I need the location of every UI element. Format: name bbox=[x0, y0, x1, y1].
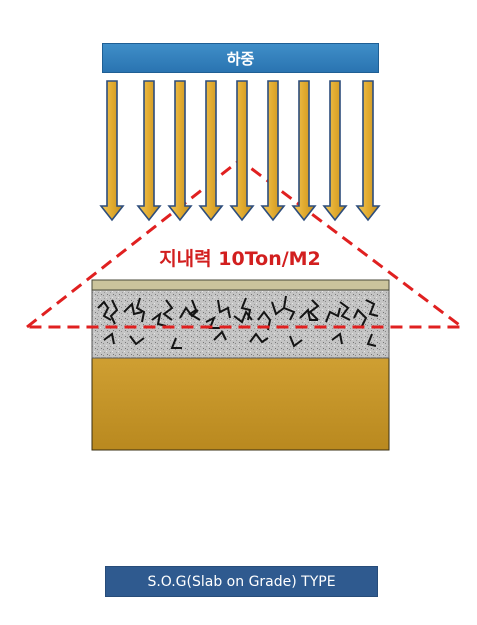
down-arrow-icon bbox=[229, 80, 255, 222]
fiber-mark bbox=[179, 306, 199, 319]
bearing-capacity-label: 지내력 10Ton/M2 bbox=[159, 248, 321, 270]
fiber-mark bbox=[97, 300, 112, 321]
fiber-mark bbox=[103, 332, 115, 345]
fiber-mark bbox=[282, 295, 296, 321]
fiber-mark bbox=[331, 332, 343, 345]
fiber-mark bbox=[365, 299, 379, 317]
fiber-mark bbox=[308, 299, 320, 321]
fiber-mark bbox=[299, 307, 318, 321]
fiber-mark bbox=[123, 301, 143, 316]
load-label-box: 하중 bbox=[102, 43, 379, 73]
fiber-mark bbox=[129, 335, 145, 346]
fiber-mark bbox=[109, 299, 119, 325]
down-arrow-icon bbox=[167, 80, 193, 222]
fiber-mark bbox=[353, 308, 368, 327]
load-arrows bbox=[99, 80, 381, 222]
fiber-mark bbox=[170, 337, 182, 349]
fiber-mark bbox=[366, 333, 377, 347]
fiber-mark bbox=[339, 301, 351, 321]
fiber-mark bbox=[257, 310, 272, 331]
down-arrow-icon bbox=[322, 80, 348, 222]
fiber-mark bbox=[325, 307, 341, 323]
slab-layer bbox=[91, 279, 390, 291]
down-arrow-icon bbox=[198, 80, 224, 222]
down-arrow-icon bbox=[99, 80, 125, 222]
type-label: S.O.G(Slab on Grade) TYPE bbox=[147, 574, 336, 590]
load-label: 하중 bbox=[226, 50, 255, 68]
fiber-mark bbox=[271, 301, 285, 316]
fiber-mark bbox=[135, 297, 146, 323]
fiber-mark bbox=[205, 315, 220, 329]
fiber-mark bbox=[240, 297, 252, 321]
fiber-mark bbox=[213, 330, 227, 341]
gravel-layer bbox=[91, 289, 390, 359]
steel-fiber-marks bbox=[97, 295, 379, 349]
fiber-mark bbox=[162, 299, 174, 321]
down-arrow-icon bbox=[355, 80, 381, 222]
load-distribution-dashed-line bbox=[26, 158, 467, 329]
down-arrow-icon bbox=[260, 80, 286, 222]
fiber-mark bbox=[217, 299, 231, 319]
down-arrow-icon bbox=[291, 80, 317, 222]
fiber-mark bbox=[188, 299, 201, 321]
down-arrow-icon bbox=[136, 80, 162, 222]
type-label-box: S.O.G(Slab on Grade) TYPE bbox=[105, 566, 378, 597]
fiber-mark bbox=[249, 332, 269, 344]
fiber-mark bbox=[289, 335, 303, 348]
fiber-mark bbox=[151, 311, 167, 327]
soil-layer bbox=[91, 357, 390, 451]
